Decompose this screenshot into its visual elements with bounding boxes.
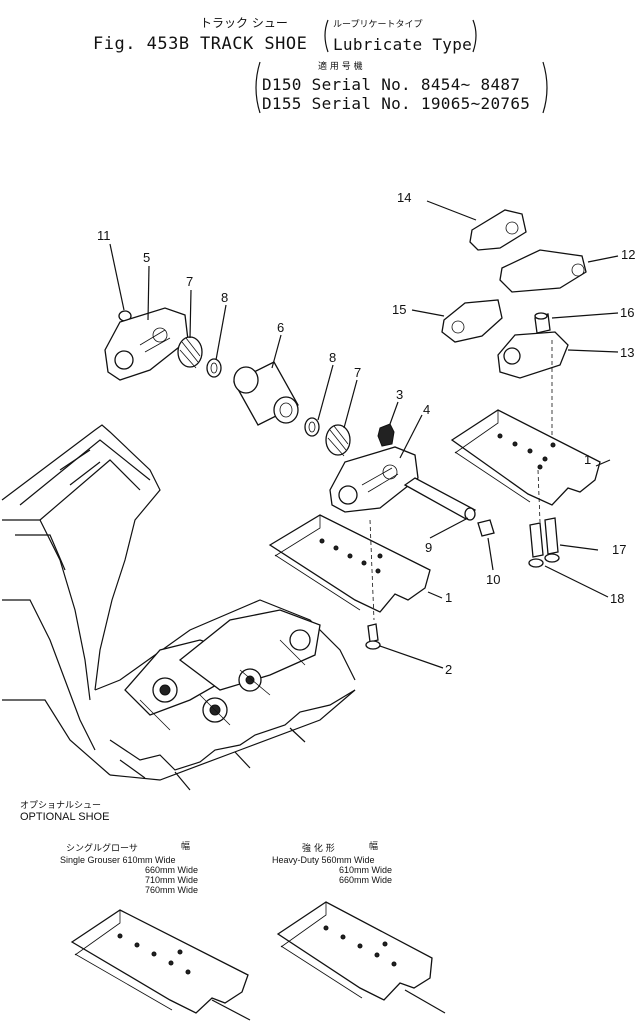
leader-9 bbox=[429, 517, 469, 539]
figure-number: Fig. 453B bbox=[93, 34, 190, 54]
leader-8-left bbox=[215, 304, 227, 361]
bracket-left-top bbox=[324, 19, 329, 53]
part-8-ring-right bbox=[304, 417, 320, 437]
leader-13 bbox=[567, 349, 619, 353]
bracket-left-serial bbox=[255, 61, 261, 114]
title-jp-name: トラック シュー bbox=[200, 16, 288, 30]
callout-10: 10 bbox=[486, 572, 501, 587]
leader-14 bbox=[426, 200, 477, 221]
callout-2: 2 bbox=[445, 662, 453, 677]
callout-14: 14 bbox=[397, 190, 412, 205]
part-3-nut bbox=[377, 423, 395, 447]
part-15-master-link bbox=[441, 299, 503, 343]
callout-5: 5 bbox=[143, 250, 151, 265]
leader-18 bbox=[544, 565, 609, 598]
heavy-duty-line: 610mm Wide bbox=[338, 865, 392, 875]
part-13-master-link bbox=[497, 331, 569, 379]
callout-6: 6 bbox=[277, 320, 285, 335]
callout-13: 13 bbox=[620, 345, 635, 360]
title-type: Lubricate Type bbox=[333, 35, 473, 54]
part-18-nut bbox=[528, 558, 544, 568]
bracket-right-top bbox=[472, 19, 477, 53]
callout-7: 7 bbox=[354, 365, 362, 380]
part-1-shoe-right bbox=[450, 409, 601, 506]
callout-17: 17 bbox=[612, 542, 627, 557]
leader-15 bbox=[411, 309, 445, 317]
part-8-ring-left bbox=[206, 358, 222, 378]
callout-7: 7 bbox=[186, 274, 194, 289]
leader-3 bbox=[389, 401, 399, 425]
leader-6 bbox=[271, 334, 282, 369]
part-17-bolt-a bbox=[529, 522, 544, 558]
part-14-master-link bbox=[469, 209, 527, 251]
callout-9: 9 bbox=[425, 540, 433, 555]
callout-4: 4 bbox=[423, 402, 431, 417]
part-1-shoe-center bbox=[268, 514, 431, 613]
leader-5 bbox=[147, 265, 150, 321]
callout-12: 12 bbox=[621, 247, 636, 262]
serial-d150: D150 Serial No. 8454~ 8487 bbox=[262, 75, 521, 94]
callout-11: 11 bbox=[97, 228, 111, 243]
leader-4 bbox=[399, 414, 423, 459]
single-grouser-line: 660mm Wide bbox=[144, 865, 198, 875]
single-grouser-jp: シングルグローサ bbox=[66, 844, 138, 854]
bracket-right-serial bbox=[542, 61, 548, 114]
leader-12 bbox=[587, 255, 619, 263]
callout-18: 18 bbox=[610, 591, 625, 606]
leader-2 bbox=[379, 645, 444, 669]
callout-16: 16 bbox=[620, 305, 635, 320]
callout-1: 1 bbox=[445, 590, 453, 605]
heavy-duty-line: Heavy-Duty 560mm Wide bbox=[272, 855, 375, 865]
leader-1-center bbox=[427, 591, 443, 599]
leader-16 bbox=[551, 312, 619, 319]
part-12-master-link bbox=[499, 249, 587, 293]
optional-shoe-jp: オプショナルシュー bbox=[20, 801, 102, 811]
track-frame-assembly bbox=[1, 424, 356, 791]
part-9-pin bbox=[403, 477, 477, 520]
leader-7-right bbox=[343, 379, 358, 429]
part-10-plug bbox=[477, 519, 495, 537]
callout-1: 1 bbox=[584, 452, 592, 467]
title-jp-applicable: 適 用 号 機 bbox=[318, 62, 363, 72]
serial-d155: D155 Serial No. 19065~20765 bbox=[262, 94, 531, 113]
single-grouser-line: Single Grouser 610mm Wide bbox=[60, 855, 176, 865]
part-2-bolt bbox=[367, 623, 379, 643]
leader-10 bbox=[487, 537, 494, 571]
leader-11 bbox=[109, 243, 125, 311]
leader-1-right bbox=[595, 459, 611, 467]
optional-shoe-label: OPTIONAL SHOE bbox=[20, 811, 110, 823]
callout-8: 8 bbox=[329, 350, 337, 365]
heavy-duty-line: 660mm Wide bbox=[338, 875, 392, 885]
part-17-bolt-b bbox=[544, 517, 559, 555]
heavy-duty-jp-width: 幅 bbox=[369, 842, 379, 852]
part-5-link bbox=[104, 307, 189, 381]
callout-8: 8 bbox=[221, 290, 229, 305]
heavy-duty-jp: 強 化 形 bbox=[302, 844, 335, 854]
leader-17 bbox=[559, 544, 599, 551]
callout-15: 15 bbox=[392, 302, 407, 317]
leader-7-left bbox=[189, 289, 192, 339]
title-jp-type: ループリケートタイプ bbox=[333, 20, 423, 30]
callout-3: 3 bbox=[396, 387, 404, 402]
single-grouser-line: 710mm Wide bbox=[144, 875, 198, 885]
optional-shoe-single-grouser bbox=[70, 909, 251, 1021]
title-name: TRACK SHOE bbox=[200, 34, 308, 54]
single-grouser-jp-width: 幅 bbox=[181, 842, 191, 852]
leader-8-right bbox=[317, 364, 334, 421]
single-grouser-line: 760mm Wide bbox=[144, 885, 198, 895]
optional-shoe-heavy-duty bbox=[276, 901, 446, 1014]
